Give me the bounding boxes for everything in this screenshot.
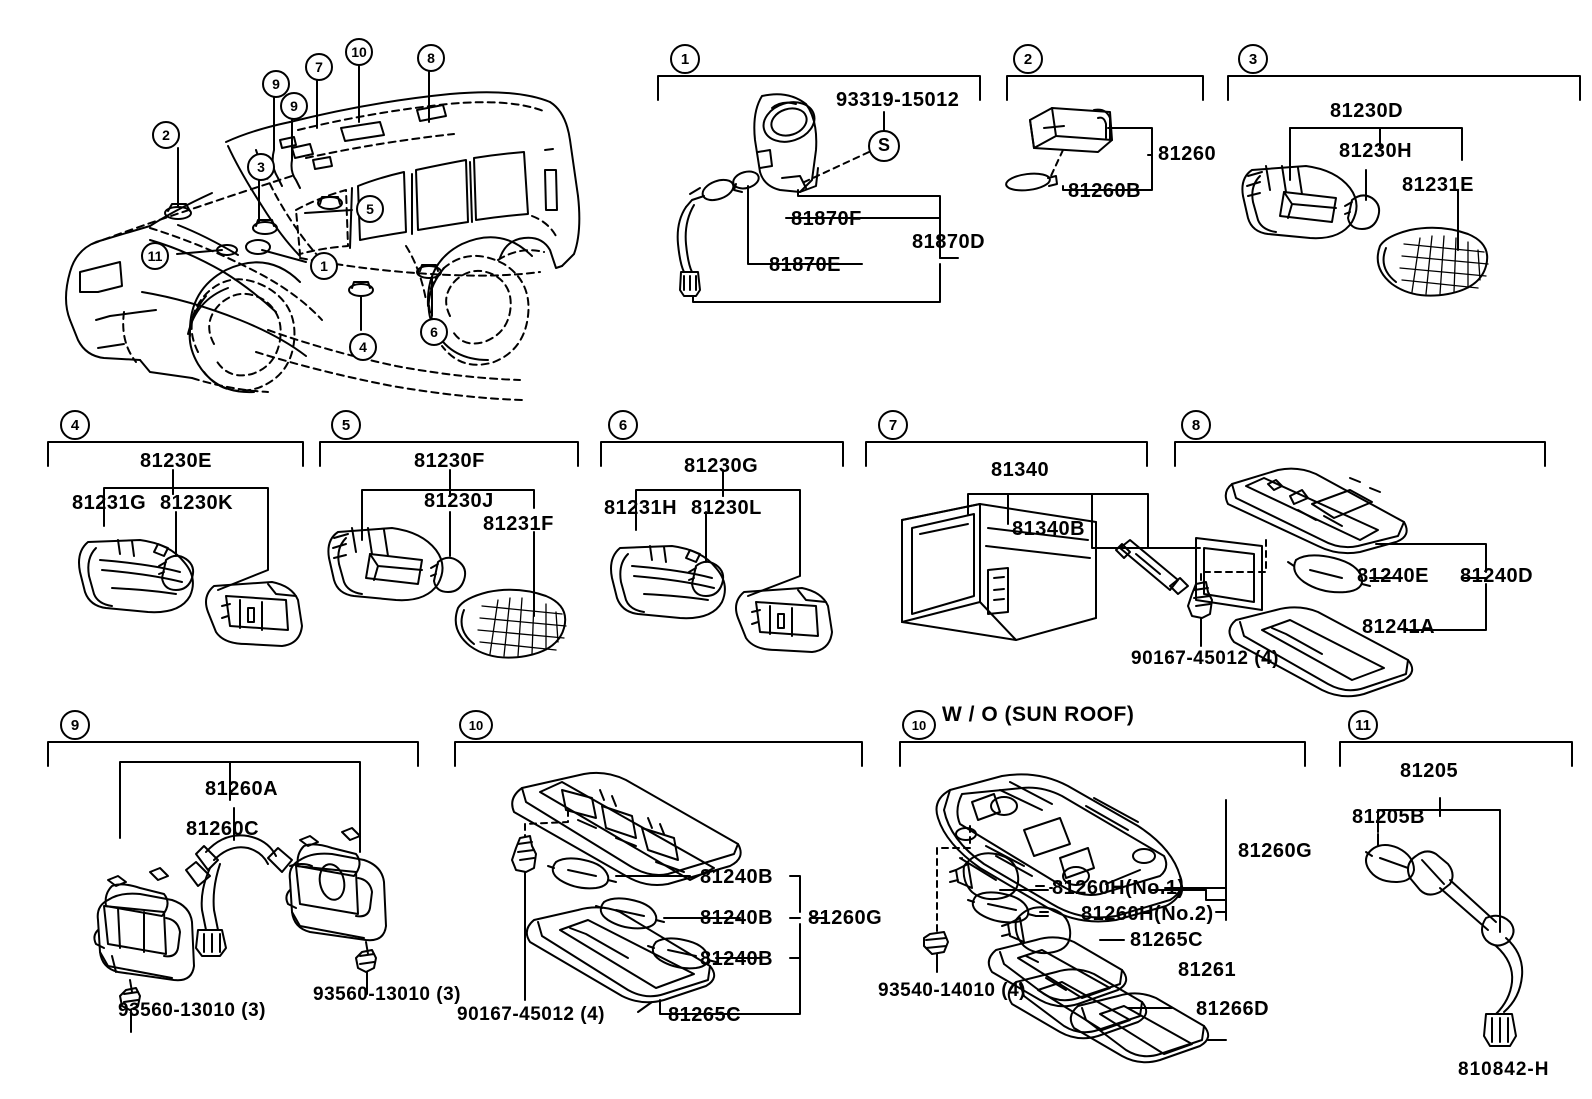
panel-10-wo-art	[923, 773, 1227, 1064]
part-label-81230L: 81230L	[691, 497, 762, 519]
part-label-81231H: 81231H	[604, 497, 678, 519]
panel-badge-6: 6	[608, 410, 638, 440]
panel-badge-3: 3	[1238, 44, 1268, 74]
part-label-81230K: 81230K	[160, 492, 234, 514]
panel-1-art	[676, 93, 959, 303]
part-label-81240B-1: 81240B	[700, 866, 774, 888]
panel-8-art	[1187, 467, 1487, 698]
part-label-81231G: 81231G	[72, 492, 147, 514]
part-label-93560-13010-left: 93560-13010 (3)	[118, 1000, 266, 1021]
part-label-81260C: 81260C	[186, 818, 260, 840]
vehicle-callout-9b: 9	[280, 92, 308, 120]
bracket-1	[657, 75, 981, 101]
panel-9-art	[93, 761, 387, 1033]
bracket-7	[865, 441, 1148, 467]
panel-6-art	[610, 469, 833, 653]
panel-4-art	[78, 469, 303, 647]
vehicle-body	[65, 65, 581, 401]
vehicle-callout-3: 3	[247, 153, 275, 181]
vehicle-callout-1: 1	[310, 252, 338, 280]
panel-badge-10-wo: 10	[902, 710, 936, 740]
part-label-81870E: 81870E	[769, 254, 841, 276]
vehicle-callout-10: 10	[345, 38, 373, 66]
part-label-81260: 81260	[1158, 143, 1217, 165]
part-label-93560-13010-right: 93560-13010 (3)	[313, 984, 461, 1005]
panel-badge-10: 10	[459, 710, 493, 740]
part-label-81260B: 81260B	[1068, 180, 1142, 202]
panel-11-art	[1365, 797, 1524, 1047]
panel-badge-5: 5	[331, 410, 361, 440]
vehicle-callout-5: 5	[356, 195, 384, 223]
part-label-81340B: 81340B	[1012, 518, 1086, 540]
part-label-81230E: 81230E	[140, 450, 212, 472]
bracket-3	[1227, 75, 1581, 101]
part-label-81260G-p10: 81260G	[808, 907, 883, 929]
part-label-81870D: 81870D	[912, 231, 986, 253]
part-label-81240D: 81240D	[1460, 565, 1534, 587]
bracket-4	[47, 441, 304, 467]
part-label-81230G: 81230G	[684, 455, 759, 477]
part-label-81266D: 81266D	[1196, 998, 1270, 1020]
bracket-5	[319, 441, 579, 467]
panel-badge-8: 8	[1181, 410, 1211, 440]
part-label-90167-45012-p8: 90167-45012 (4)	[1131, 648, 1279, 669]
part-label-81205: 81205	[1400, 760, 1459, 782]
panel-badge-2: 2	[1013, 44, 1043, 74]
part-label-81260A: 81260A	[205, 778, 279, 800]
part-label-81340: 81340	[991, 459, 1050, 481]
vehicle-callout-2: 2	[152, 121, 180, 149]
bracket-2	[1006, 75, 1204, 101]
part-label-81240E: 81240E	[1357, 565, 1429, 587]
part-label-81240B-2: 81240B	[700, 907, 774, 929]
bracket-11	[1339, 741, 1573, 767]
panel-2-art	[1005, 107, 1153, 192]
part-label-93540-14010: 93540-14010 (4)	[878, 980, 1026, 1001]
part-label-81870F: 81870F	[791, 208, 862, 230]
panel-10-wo-heading: W / O (SUN ROOF)	[942, 703, 1135, 726]
bracket-6	[600, 441, 844, 467]
panel-10-art	[511, 771, 825, 1015]
part-label-81230D: 81230D	[1330, 100, 1404, 122]
part-label-81231E: 81231E	[1402, 174, 1474, 196]
part-label-s-marker: S	[878, 135, 891, 155]
vehicle-callout-9a: 9	[262, 70, 290, 98]
part-label-81261: 81261	[1178, 959, 1237, 981]
vehicle-callout-4: 4	[349, 333, 377, 361]
diagram-id-code: 810842-H	[1458, 1059, 1550, 1080]
vehicle-callout-6: 6	[420, 318, 448, 346]
part-label-81260H-no2: 81260H(No.2)	[1081, 903, 1214, 925]
panel-badge-4: 4	[60, 410, 90, 440]
panel-badge-11: 11	[1348, 710, 1378, 740]
vehicle-callout-7: 7	[305, 53, 333, 81]
panel-3-art	[1241, 127, 1489, 297]
part-label-90167-45012-p10: 90167-45012 (4)	[457, 1004, 605, 1025]
part-label-81241A: 81241A	[1362, 616, 1436, 638]
bracket-10	[454, 741, 863, 767]
panel-badge-9: 9	[60, 710, 90, 740]
part-label-81205B: 81205B	[1352, 806, 1426, 828]
part-label-81230H: 81230H	[1339, 140, 1413, 162]
panel-badge-7: 7	[878, 410, 908, 440]
part-label-81265C-wo: 81265C	[1130, 929, 1204, 951]
bracket-10-wo	[899, 741, 1306, 767]
part-label-81240B-3: 81240B	[700, 948, 774, 970]
part-label-81260H-no1: 81260H(No.1)	[1052, 877, 1185, 899]
vehicle-callout-8: 8	[417, 44, 445, 72]
panel-badge-1: 1	[670, 44, 700, 74]
part-label-93319-15012: 93319-15012	[836, 89, 960, 111]
bracket-9	[47, 741, 419, 767]
bracket-8	[1174, 441, 1546, 467]
part-label-81231F: 81231F	[483, 513, 554, 535]
part-label-81230J: 81230J	[424, 490, 494, 512]
part-label-81230F: 81230F	[414, 450, 485, 472]
part-label-81265C-p10: 81265C	[668, 1004, 742, 1026]
vehicle-callout-11: 11	[141, 242, 169, 270]
panel-5-art	[327, 469, 567, 659]
panel-7-art	[901, 493, 1263, 641]
part-label-81260G-wo: 81260G	[1238, 840, 1313, 862]
